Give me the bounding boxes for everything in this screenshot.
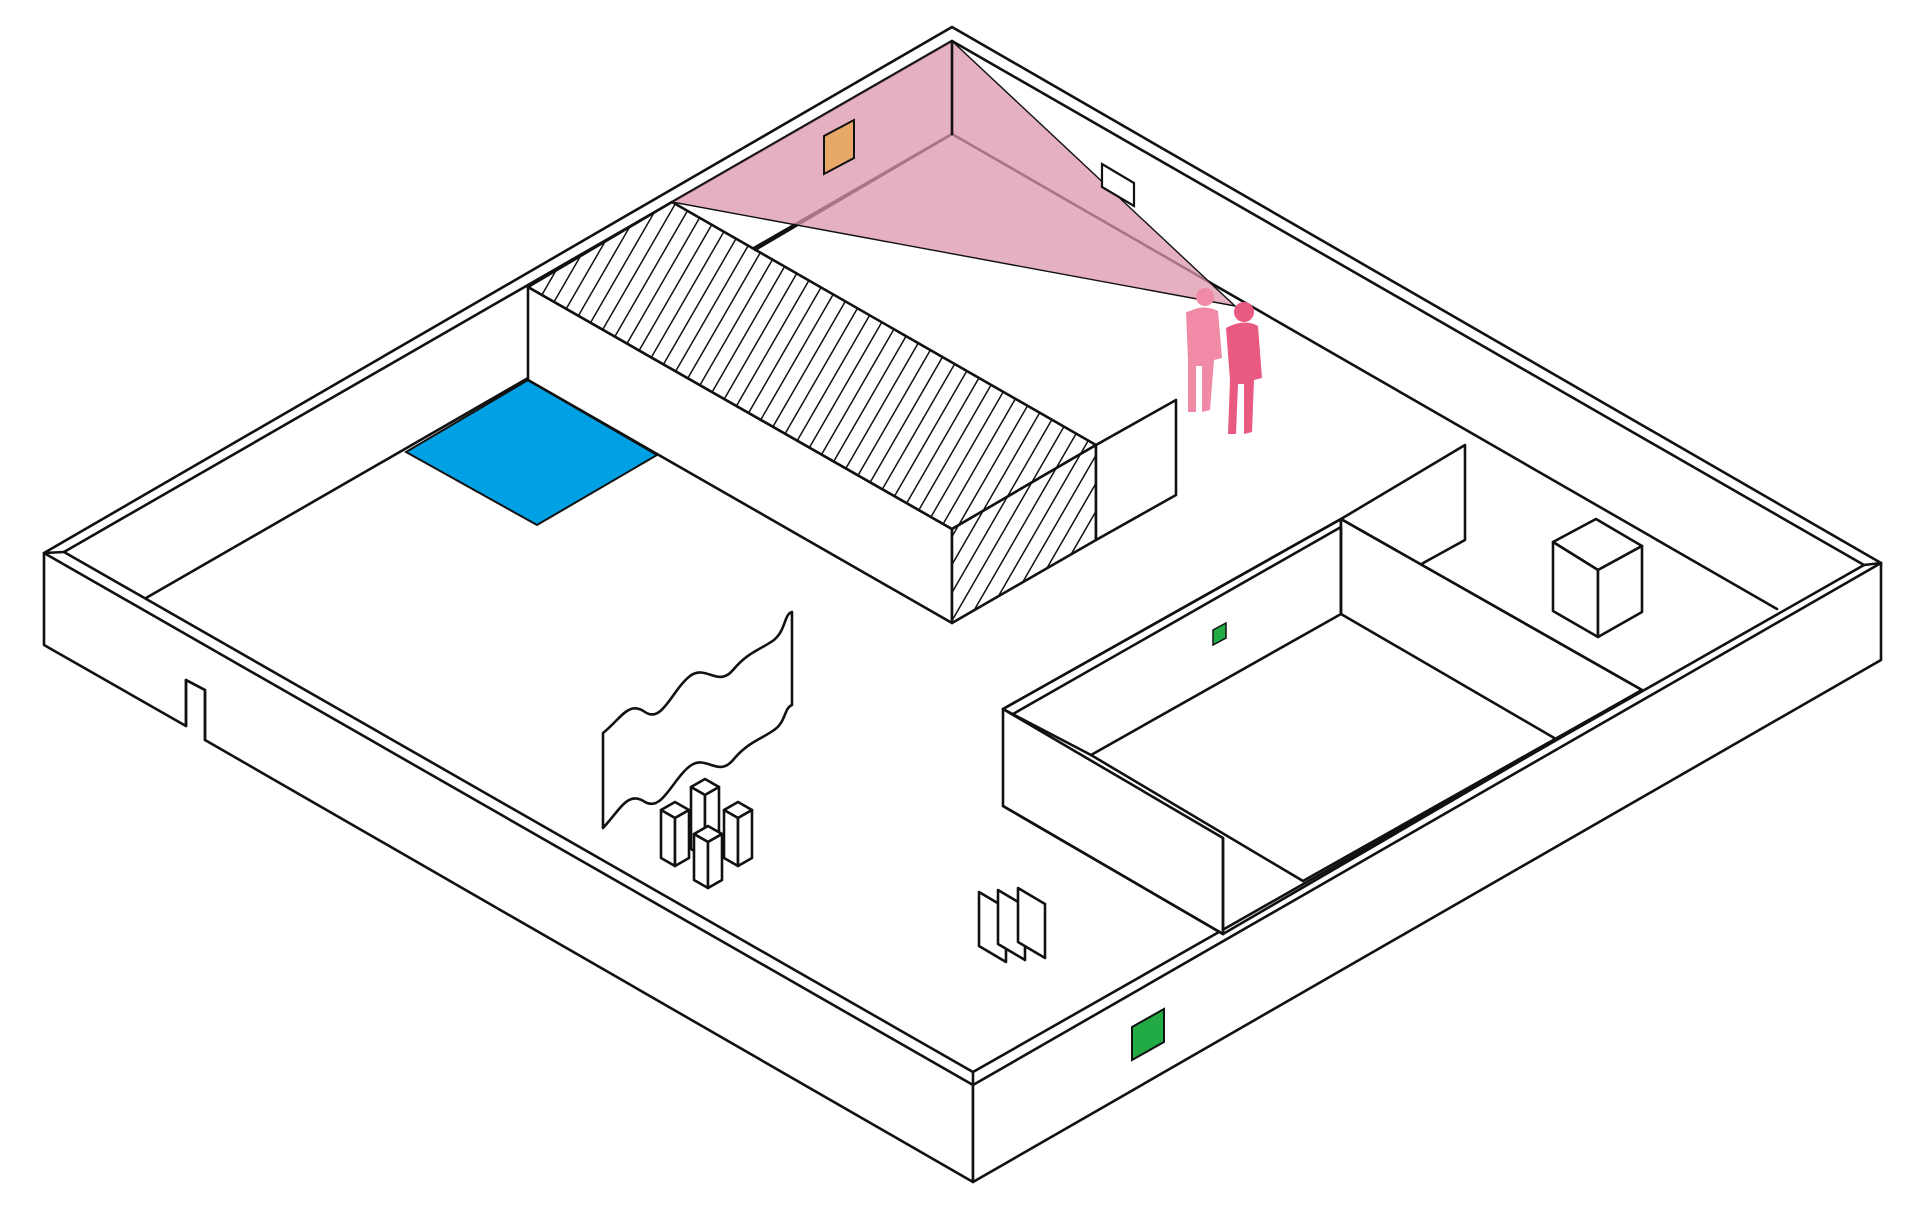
- pillar: [722, 800, 754, 868]
- large-green-marker: [1131, 1007, 1165, 1062]
- visitors: [1186, 288, 1262, 434]
- partition-side-wall: [1094, 398, 1178, 542]
- hatched-partition: [526, 132, 1178, 625]
- view-cone: [670, 40, 1238, 308]
- outer-wall-inner-edge-left: [62, 550, 975, 1074]
- inner-room: [1001, 443, 1644, 936]
- wavy-screen: [601, 610, 794, 830]
- outer-wall-top-corner: [42, 550, 1883, 1087]
- inner-room-base: [1001, 804, 1225, 936]
- inner-room-floor: [1091, 614, 1556, 881]
- cube-plinth: [1551, 517, 1644, 639]
- inner-room-top-rim: [1001, 517, 1644, 936]
- outer-wall-inner-edge-right: [971, 563, 1866, 1074]
- empty-frame: [1100, 162, 1136, 208]
- small-green-marker: [1212, 621, 1227, 647]
- entrance-slot: [184, 678, 207, 742]
- glass-panels: [977, 886, 1047, 964]
- glass-panel: [1016, 886, 1047, 960]
- pillar: [692, 824, 724, 890]
- visitor-left: [1186, 288, 1222, 412]
- pillar: [659, 800, 691, 868]
- pillar-group: [659, 777, 754, 890]
- outer-wall-rim-outer: [42, 25, 1883, 565]
- orange-picture: [823, 118, 855, 176]
- inner-room-inner-rim: [1011, 525, 1343, 883]
- outer-wall-front-right: [971, 561, 1883, 1184]
- visitor-right: [1226, 302, 1262, 434]
